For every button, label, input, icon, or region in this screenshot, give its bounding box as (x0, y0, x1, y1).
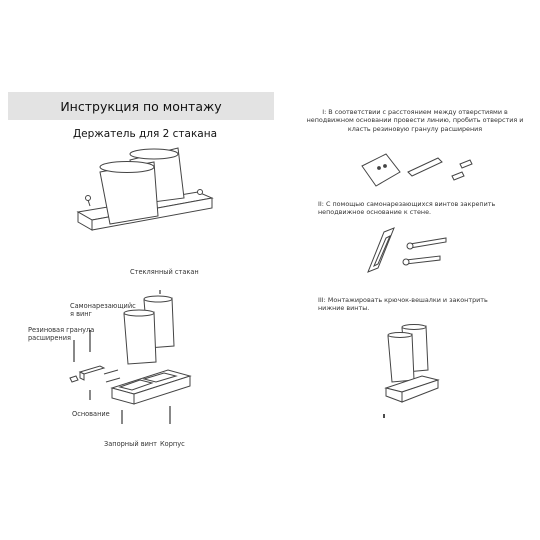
step-1-text: I: В соответствии с расстоянием между от… (306, 108, 524, 133)
title-band: Инструкция по монтажу (8, 92, 274, 120)
step-3-text: III: Монтажировать крючок-вешалки и зако… (318, 296, 488, 313)
label-base: Основание (72, 410, 110, 418)
step-3-illustration (383, 324, 440, 418)
label-glass: Стеклянный стакан (130, 268, 199, 276)
label-screw: Самонарезающийс я винг (70, 302, 136, 318)
label-body: Корпус (160, 440, 185, 448)
product-illustration (76, 147, 214, 231)
page-subtitle: Держатель для 2 стакана (72, 128, 218, 140)
step-2-text: II: С помощью самонарезающихся винтов за… (318, 200, 496, 217)
label-set-screw: Запорный винт (104, 440, 158, 448)
step-2-illustration (367, 227, 447, 273)
label-plug: Резиновая гранула расширения (28, 326, 95, 342)
page-title: Инструкция по монтажу (60, 98, 222, 114)
step-1-illustration (361, 153, 473, 187)
exploded-diagram (69, 290, 192, 424)
